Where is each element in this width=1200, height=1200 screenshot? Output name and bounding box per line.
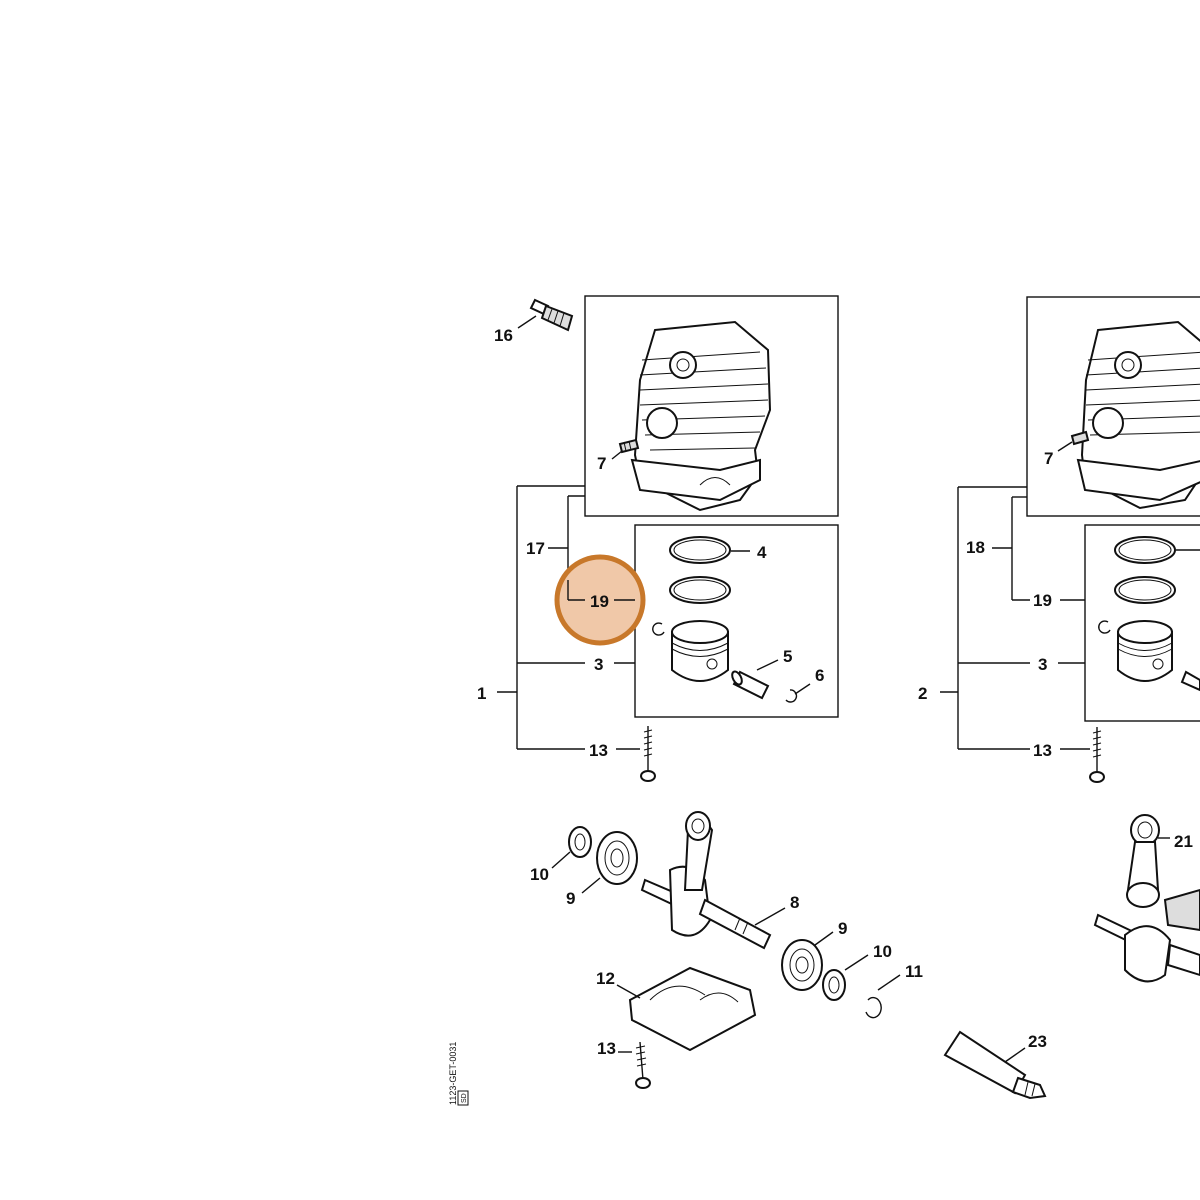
cylinder-part[interactable] [630, 320, 772, 512]
label-9[interactable]: 9 [566, 889, 575, 908]
leader-23 [1004, 1047, 1026, 1063]
decomp-valve-part-right[interactable] [1070, 430, 1090, 446]
leader-9-right [814, 931, 834, 946]
cylinder-frame-right [1026, 296, 1200, 517]
label-19[interactable]: 19 [590, 592, 609, 611]
label-12[interactable]: 12 [596, 969, 615, 988]
drawing-code-box-text: SD [461, 1093, 468, 1103]
label-7[interactable]: 7 [597, 454, 606, 473]
circlip-part-right[interactable] [865, 996, 882, 1019]
leader-8 [754, 907, 786, 926]
bracket-lines-left [497, 485, 640, 750]
screw-part-right[interactable] [1089, 727, 1105, 783]
drawing-code: 1123-GET-0031 SD [448, 1042, 469, 1106]
leader-5 [756, 659, 779, 671]
spark-plug-part[interactable] [529, 298, 574, 332]
grease-tube-part[interactable] [943, 1030, 1047, 1100]
piston-kit-frame-right [1084, 524, 1200, 722]
label-4[interactable]: 4 [757, 543, 767, 562]
label-1[interactable]: 1 [477, 684, 486, 703]
leader-16 [517, 315, 537, 329]
crankcase-part[interactable] [628, 966, 757, 1052]
drawing-code-text: 1123-GET-0031 [448, 1042, 458, 1105]
leader-9 [581, 877, 601, 894]
screw-part-bottom[interactable] [635, 1041, 651, 1089]
oil-seal-part-right[interactable] [822, 969, 846, 1001]
oil-seal-part[interactable] [568, 826, 592, 858]
label-3-right[interactable]: 3 [1038, 655, 1047, 674]
leader-7-right [1057, 441, 1073, 452]
screw-part[interactable] [640, 726, 656, 782]
cylinder-frame [584, 295, 839, 517]
leader-10 [551, 851, 571, 869]
label-7-right[interactable]: 7 [1044, 449, 1053, 468]
ball-bearing-part[interactable] [596, 831, 638, 885]
drawing-code-box [457, 1090, 469, 1106]
label-9-right[interactable]: 9 [838, 919, 847, 938]
label-6[interactable]: 6 [815, 666, 824, 685]
label-16[interactable]: 16 [494, 326, 513, 345]
label-2[interactable]: 2 [918, 684, 927, 703]
label-19-right[interactable]: 19 [1033, 591, 1052, 610]
label-13-right[interactable]: 13 [1033, 741, 1052, 760]
leader-12 [616, 984, 641, 999]
piston-ring-part-right[interactable] [1114, 536, 1200, 604]
highlight-marker[interactable] [554, 554, 646, 646]
label-10[interactable]: 10 [530, 865, 549, 884]
leader-6 [794, 683, 811, 695]
circlip-part[interactable] [785, 689, 798, 703]
label-13[interactable]: 13 [589, 741, 608, 760]
label-8[interactable]: 8 [790, 893, 799, 912]
piston-ring-part[interactable] [669, 536, 731, 604]
cylinder-part-right[interactable] [1076, 320, 1200, 510]
piston-part-right[interactable] [1098, 620, 1200, 692]
decomp-valve-part[interactable] [618, 438, 640, 454]
piston-part[interactable] [652, 620, 729, 682]
crankshaft-part[interactable] [640, 811, 772, 950]
label-23[interactable]: 23 [1028, 1032, 1047, 1051]
leader-7 [611, 450, 623, 460]
label-17[interactable]: 17 [526, 539, 545, 558]
label-10-right[interactable]: 10 [873, 942, 892, 961]
ball-bearing-part-right[interactable] [781, 939, 823, 991]
label-18[interactable]: 18 [966, 538, 985, 557]
leader-11 [877, 974, 901, 991]
piston-pin-part[interactable] [730, 670, 770, 700]
label-13-bottom[interactable]: 13 [597, 1039, 616, 1058]
label-5[interactable]: 5 [783, 647, 792, 666]
piston-kit-frame [634, 524, 839, 718]
label-3[interactable]: 3 [594, 655, 603, 674]
label-21[interactable]: 21 [1174, 832, 1193, 851]
label-11[interactable]: 11 [905, 962, 923, 981]
bracket-lines-right [940, 486, 1090, 750]
connecting-rod-part[interactable] [1093, 814, 1200, 983]
leader-10-right [844, 954, 869, 971]
